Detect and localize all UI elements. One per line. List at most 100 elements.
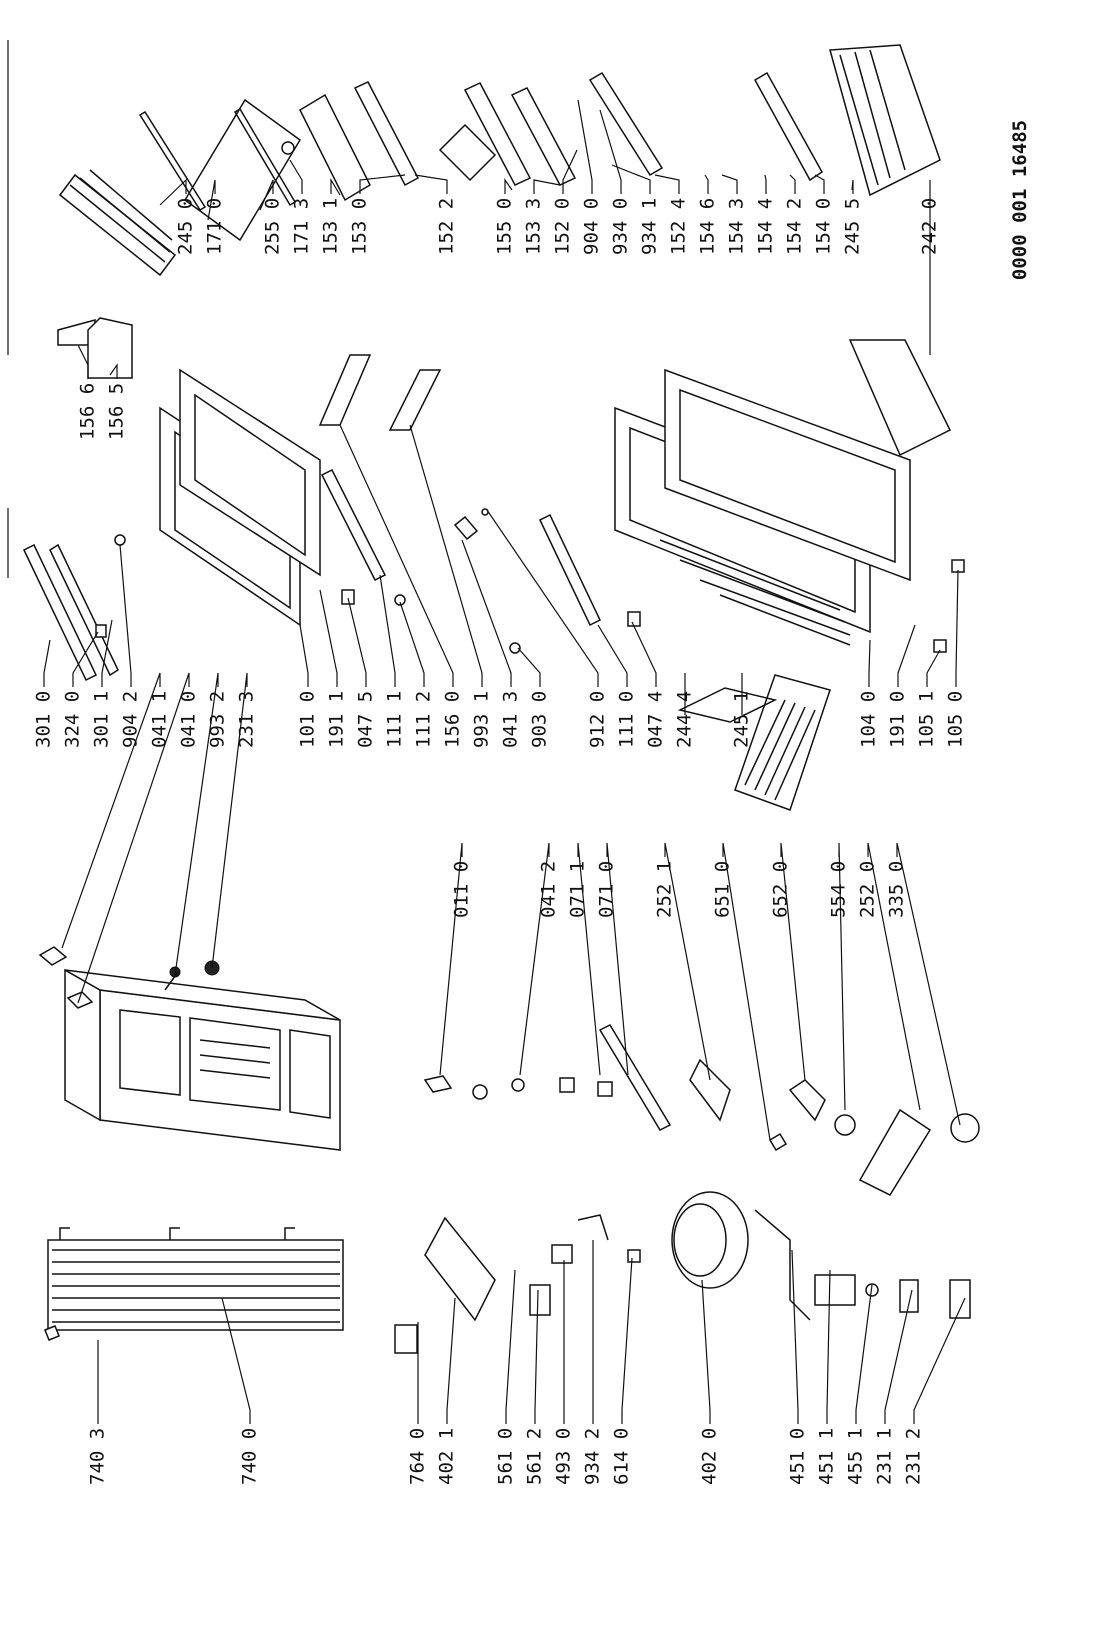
- part-label: 301 0: [33, 691, 55, 748]
- leader-line: [101, 619, 113, 687]
- leader-line: [764, 174, 767, 194]
- leader-line: [631, 621, 657, 687]
- leader-line: [533, 179, 561, 194]
- part-label: 493 0: [553, 1428, 575, 1485]
- part-label: 111 2: [413, 691, 435, 748]
- fridge-shelves: [677, 674, 831, 811]
- part-label: 912 0: [587, 691, 609, 748]
- part-label: 041 1: [149, 691, 171, 748]
- part-label: 255 0: [262, 198, 284, 255]
- part-label: 105 0: [945, 691, 967, 748]
- part-label: 152 4: [668, 198, 690, 255]
- part-label: 402 1: [436, 1428, 458, 1485]
- part-label: 740 3: [87, 1428, 109, 1485]
- part-label: 934 1: [639, 198, 661, 255]
- part-label: 171 0: [204, 198, 226, 255]
- control-parts: [423, 1024, 980, 1196]
- leader-line: [722, 842, 771, 1141]
- part-label: 402 0: [699, 1428, 721, 1485]
- leader-line: [339, 424, 454, 687]
- part-label: 154 6: [697, 198, 719, 255]
- leader-line: [577, 99, 593, 194]
- egg-tray: [318, 354, 442, 431]
- part-label: 154 0: [813, 198, 835, 255]
- part-label: 105 1: [916, 691, 938, 748]
- freezer-door-shelves: [23, 534, 126, 682]
- condenser-coil: [47, 1227, 344, 1331]
- leader-line: [868, 639, 871, 687]
- butter-compartment: [57, 317, 133, 379]
- fridge-door: [614, 368, 911, 646]
- part-label: 154 3: [726, 198, 748, 255]
- leader-line: [505, 1269, 516, 1424]
- leader-line: [851, 179, 854, 194]
- part-label: 651 0: [712, 861, 734, 918]
- leader-line: [780, 842, 806, 1081]
- part-label: 903 0: [529, 691, 551, 748]
- part-label: 324 0: [62, 691, 84, 748]
- part-label: 191 1: [326, 691, 348, 748]
- leader-line: [119, 544, 132, 687]
- part-label: 011 0: [451, 861, 473, 918]
- leader-line: [562, 149, 578, 194]
- leader-line: [77, 344, 89, 379]
- part-label: 652 0: [770, 861, 792, 918]
- leader-line: [359, 174, 406, 194]
- part-label: 245 0: [175, 198, 197, 255]
- leader-line: [599, 109, 622, 194]
- part-label: 156 6: [77, 383, 99, 440]
- leader-line: [884, 1289, 913, 1424]
- part-label: 155 0: [494, 198, 516, 255]
- leader-line: [611, 164, 651, 194]
- leader-line: [289, 159, 303, 194]
- leader-line: [409, 424, 483, 687]
- leader-line: [606, 842, 629, 1076]
- leader-line: [621, 1257, 633, 1424]
- leader-line: [159, 178, 187, 206]
- leader-line: [913, 1297, 966, 1424]
- part-label: 934 0: [610, 198, 632, 255]
- part-label: 451 1: [816, 1428, 838, 1485]
- electrical-box: [394, 1214, 641, 1354]
- part-label: 740 0: [239, 1428, 261, 1485]
- part-label: 934 2: [582, 1428, 604, 1485]
- part-label: 335 0: [886, 861, 908, 918]
- leader-line: [414, 174, 448, 194]
- leader-line: [207, 179, 216, 221]
- part-label: 041 2: [538, 861, 560, 918]
- part-label: 154 4: [755, 198, 777, 255]
- part-label: 101 0: [297, 691, 319, 748]
- leader-line: [439, 842, 463, 1076]
- part-label: 614 0: [611, 1428, 633, 1485]
- pipes-and-plates: [754, 1209, 971, 1321]
- leader-line: [896, 842, 961, 1126]
- part-label: 191 0: [887, 691, 909, 748]
- leader-line: [597, 624, 628, 687]
- part-label: 244 4: [674, 691, 696, 748]
- part-label: 111 0: [616, 691, 638, 748]
- leader-line: [299, 624, 309, 687]
- part-label: 152 2: [436, 198, 458, 255]
- part-label: 111 1: [384, 691, 406, 748]
- leader-line: [519, 842, 550, 1076]
- leader-line: [867, 842, 921, 1111]
- leader-line: [109, 363, 118, 379]
- part-label: 554 0: [828, 861, 850, 918]
- leader-line: [461, 539, 512, 687]
- leader-line: [704, 174, 709, 194]
- document-number: 0000 001 16485: [1009, 120, 1031, 280]
- leader-line: [61, 672, 161, 949]
- part-label: 301 1: [91, 691, 113, 748]
- leader-line: [791, 1249, 799, 1424]
- leader-line: [701, 1279, 711, 1424]
- door-clips: [933, 559, 965, 653]
- part-label: 561 2: [524, 1428, 546, 1485]
- leader-line: [504, 178, 513, 194]
- part-label: 242 0: [919, 198, 941, 255]
- leader-line: [789, 174, 796, 194]
- leader-line: [826, 1269, 831, 1424]
- part-label: 231 3: [236, 691, 258, 748]
- part-label: 245 1: [731, 691, 753, 748]
- leader-line: [534, 1289, 539, 1424]
